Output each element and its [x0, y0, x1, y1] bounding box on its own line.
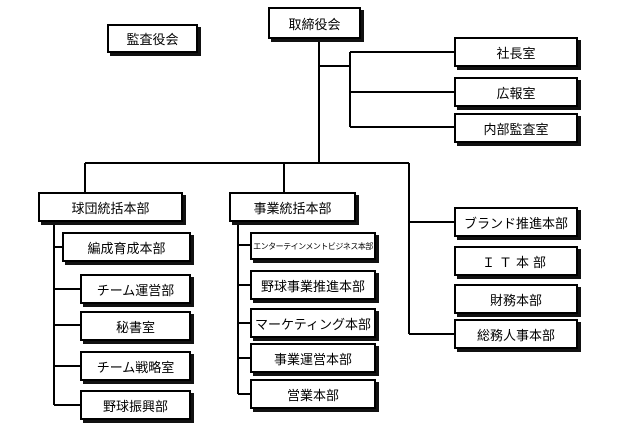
business-hq-child-box: 事業運営本部 — [250, 343, 376, 373]
business-hq-box: 事業統括本部 — [229, 192, 356, 222]
board-of-directors-box: 取締役会 — [268, 7, 361, 39]
staff-office-internal-audit: 内部監査室 — [454, 113, 578, 143]
team-hq-box: 球団統括本部 — [38, 192, 183, 222]
team-hq-child-box: 野球振興部 — [80, 390, 191, 420]
division-box: 財務本部 — [454, 284, 578, 314]
division-box: ブランド推進本部 — [454, 207, 578, 237]
business-hq-child-box: 営業本部 — [250, 379, 376, 409]
business-hq-child-box: エンターテインメントビジネス本部 — [250, 232, 376, 260]
division-box: ＩＴ本部 — [454, 246, 578, 276]
team-hq-child-box: チーム戦略室 — [80, 351, 191, 381]
audit-board-box: 監査役会 — [107, 24, 198, 53]
staff-office-president: 社長室 — [454, 37, 578, 67]
team-hq-child-box: チーム運営部 — [80, 274, 191, 304]
division-box: 総務人事本部 — [454, 319, 578, 349]
team-hq-child-box: 編成育成本部 — [62, 232, 191, 262]
team-hq-child-box: 秘書室 — [80, 311, 191, 341]
staff-office-pr: 広報室 — [454, 77, 578, 107]
business-hq-child-box: 野球事業推進本部 — [250, 270, 376, 300]
business-hq-child-box: マーケティング本部 — [250, 308, 376, 338]
